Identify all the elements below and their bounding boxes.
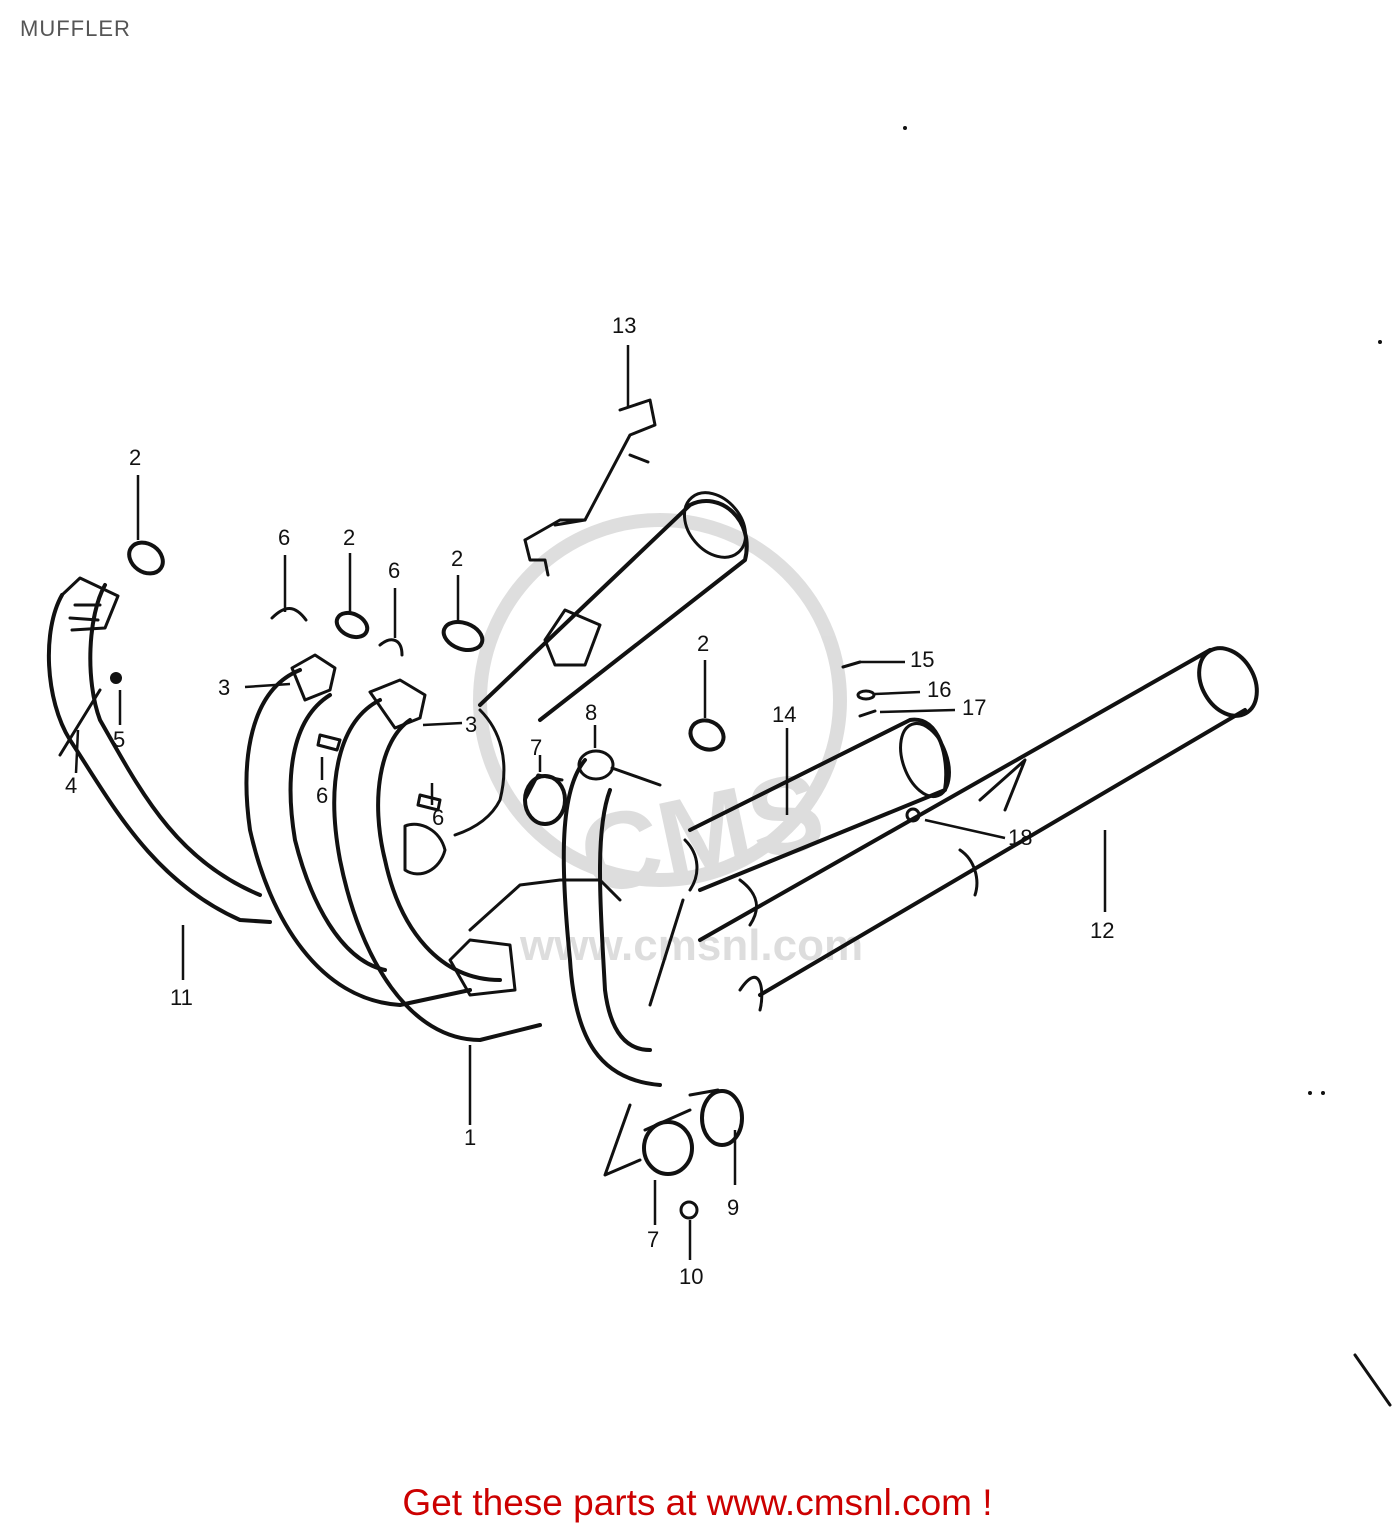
callout-13: 13 xyxy=(612,313,636,338)
left-muffler xyxy=(448,491,749,997)
callout-labels: 2 6 2 6 2 13 2 3 3 5 4 6 6 8 7 14 15 16 … xyxy=(65,313,1114,1289)
watermark-url: www.cmsnl.com xyxy=(519,921,863,970)
callout-3: 3 xyxy=(465,712,477,737)
scan-artifacts xyxy=(903,126,1392,1407)
callout-2: 2 xyxy=(129,445,141,470)
callout-8: 8 xyxy=(585,700,597,725)
callout-11: 11 xyxy=(170,985,193,1010)
callout-2: 2 xyxy=(451,546,463,571)
callout-7: 7 xyxy=(647,1227,659,1252)
part-11-exhaust-pipe xyxy=(46,576,272,924)
callout-17: 17 xyxy=(962,695,986,720)
callout-16: 16 xyxy=(927,677,951,702)
callout-4: 4 xyxy=(65,773,77,798)
footer-shop-link[interactable]: Get these parts at www.cmsnl.com ! xyxy=(402,1482,993,1523)
small-parts xyxy=(58,607,921,1220)
callout-1: 1 xyxy=(464,1125,476,1150)
page-title: MUFFLER xyxy=(20,16,131,41)
part-14-muffler-inner xyxy=(683,717,951,927)
callout-15: 15 xyxy=(910,647,934,672)
callout-7: 7 xyxy=(530,735,542,760)
callout-2: 2 xyxy=(343,525,355,550)
callout-6: 6 xyxy=(316,783,328,808)
callout-5: 5 xyxy=(113,727,125,752)
callout-3: 3 xyxy=(218,675,230,700)
callout-18: 18 xyxy=(1008,825,1032,850)
part-1-exhaust-pipes xyxy=(244,653,542,1042)
callout-12: 12 xyxy=(1090,918,1114,943)
part-2-clamps xyxy=(127,540,726,752)
callout-6: 6 xyxy=(388,558,400,583)
callout-6: 6 xyxy=(278,525,290,550)
callout-10: 10 xyxy=(679,1264,703,1289)
part-12-muffler xyxy=(561,646,1259,1087)
part-13-bracket xyxy=(523,398,657,577)
callout-9: 9 xyxy=(727,1195,739,1220)
callout-6: 6 xyxy=(432,805,444,830)
leader-lines xyxy=(74,345,1107,1260)
callout-14: 14 xyxy=(772,702,796,727)
callout-2: 2 xyxy=(697,631,709,656)
